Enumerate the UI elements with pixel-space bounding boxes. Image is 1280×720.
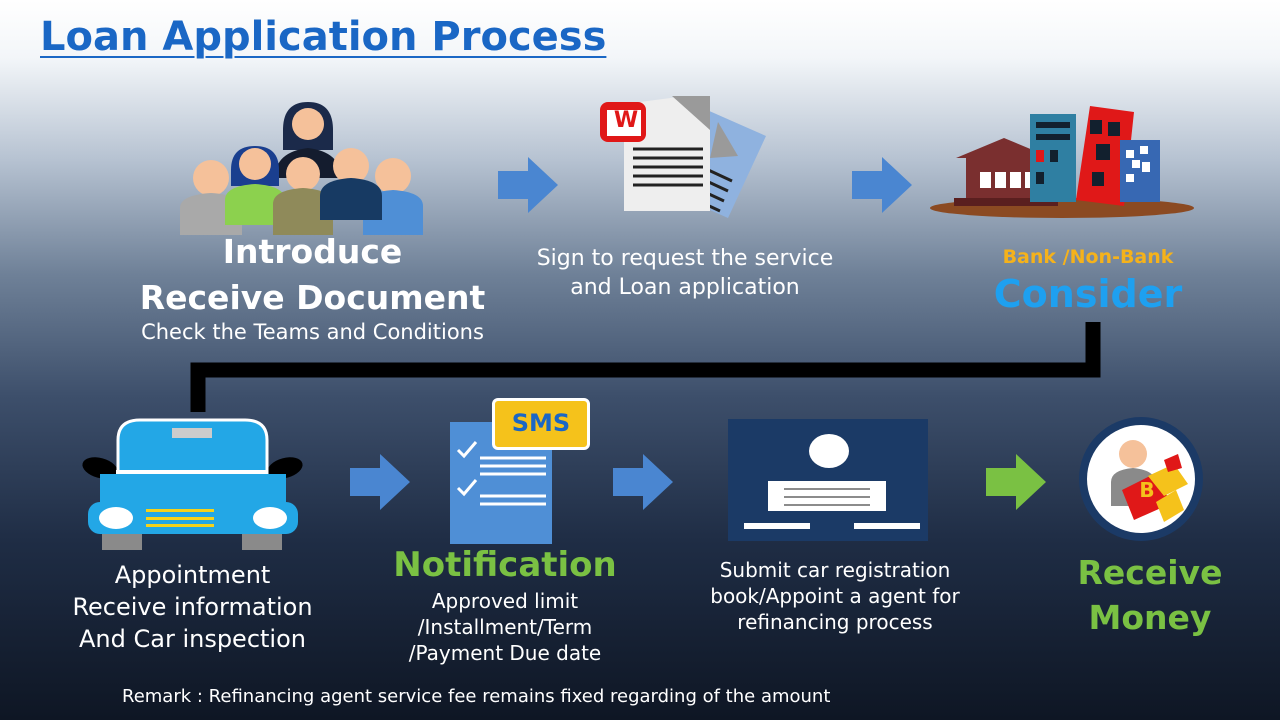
flow-connector-line	[190, 322, 1101, 412]
sms-badge	[492, 398, 590, 450]
appointment-label: Appointment	[114, 561, 271, 589]
arrow-right-icon	[350, 454, 410, 510]
check-terms-label: Check the Teams and Conditions	[141, 320, 484, 344]
sign-request-label: Sign to request the service	[536, 246, 834, 271]
arrow-right-icon	[852, 157, 912, 213]
receive-document-label: Receive Document	[139, 278, 486, 317]
payment-due-label: /Payment Due date	[408, 641, 602, 665]
registration-book-icon	[728, 419, 928, 541]
submit-registration-label: Submit car registration	[719, 558, 951, 582]
loan-application-label: and Loan application	[570, 275, 800, 300]
document-icon	[600, 96, 766, 218]
notification-label: Notification	[393, 545, 617, 585]
introduce-label: Introduce	[222, 232, 403, 271]
people-group-icon	[180, 102, 423, 235]
money-bag-icon	[1079, 417, 1203, 541]
appoint-agent-label: book/Appoint a agent for	[710, 584, 960, 608]
receive-label: Receive	[1077, 553, 1223, 592]
page-title: Loan Application Process	[40, 14, 607, 60]
arrow-right-green-icon	[986, 454, 1046, 510]
car-icon	[82, 418, 303, 550]
remark-text: Remark : Refinancing agent service fee r…	[122, 686, 831, 707]
arrow-right-icon	[613, 454, 673, 510]
word-badge-text: W	[613, 108, 639, 133]
sms-badge-text: SMS	[511, 409, 571, 437]
arrow-right-icon	[498, 157, 558, 213]
installment-term-label: /Installment/Term	[417, 615, 593, 639]
receive-information-label: Receive information	[72, 593, 313, 621]
bank-building-icon	[930, 106, 1194, 218]
refinancing-process-label: refinancing process	[737, 610, 933, 634]
consider-label: Consider	[993, 272, 1183, 316]
bank-nonbank-label: Bank /Non-Bank	[1002, 246, 1174, 268]
approved-limit-label: Approved limit	[431, 589, 579, 613]
money-label: Money	[1088, 598, 1212, 637]
coin-symbol: B	[1139, 478, 1155, 502]
car-inspection-label: And Car inspection	[78, 625, 306, 653]
